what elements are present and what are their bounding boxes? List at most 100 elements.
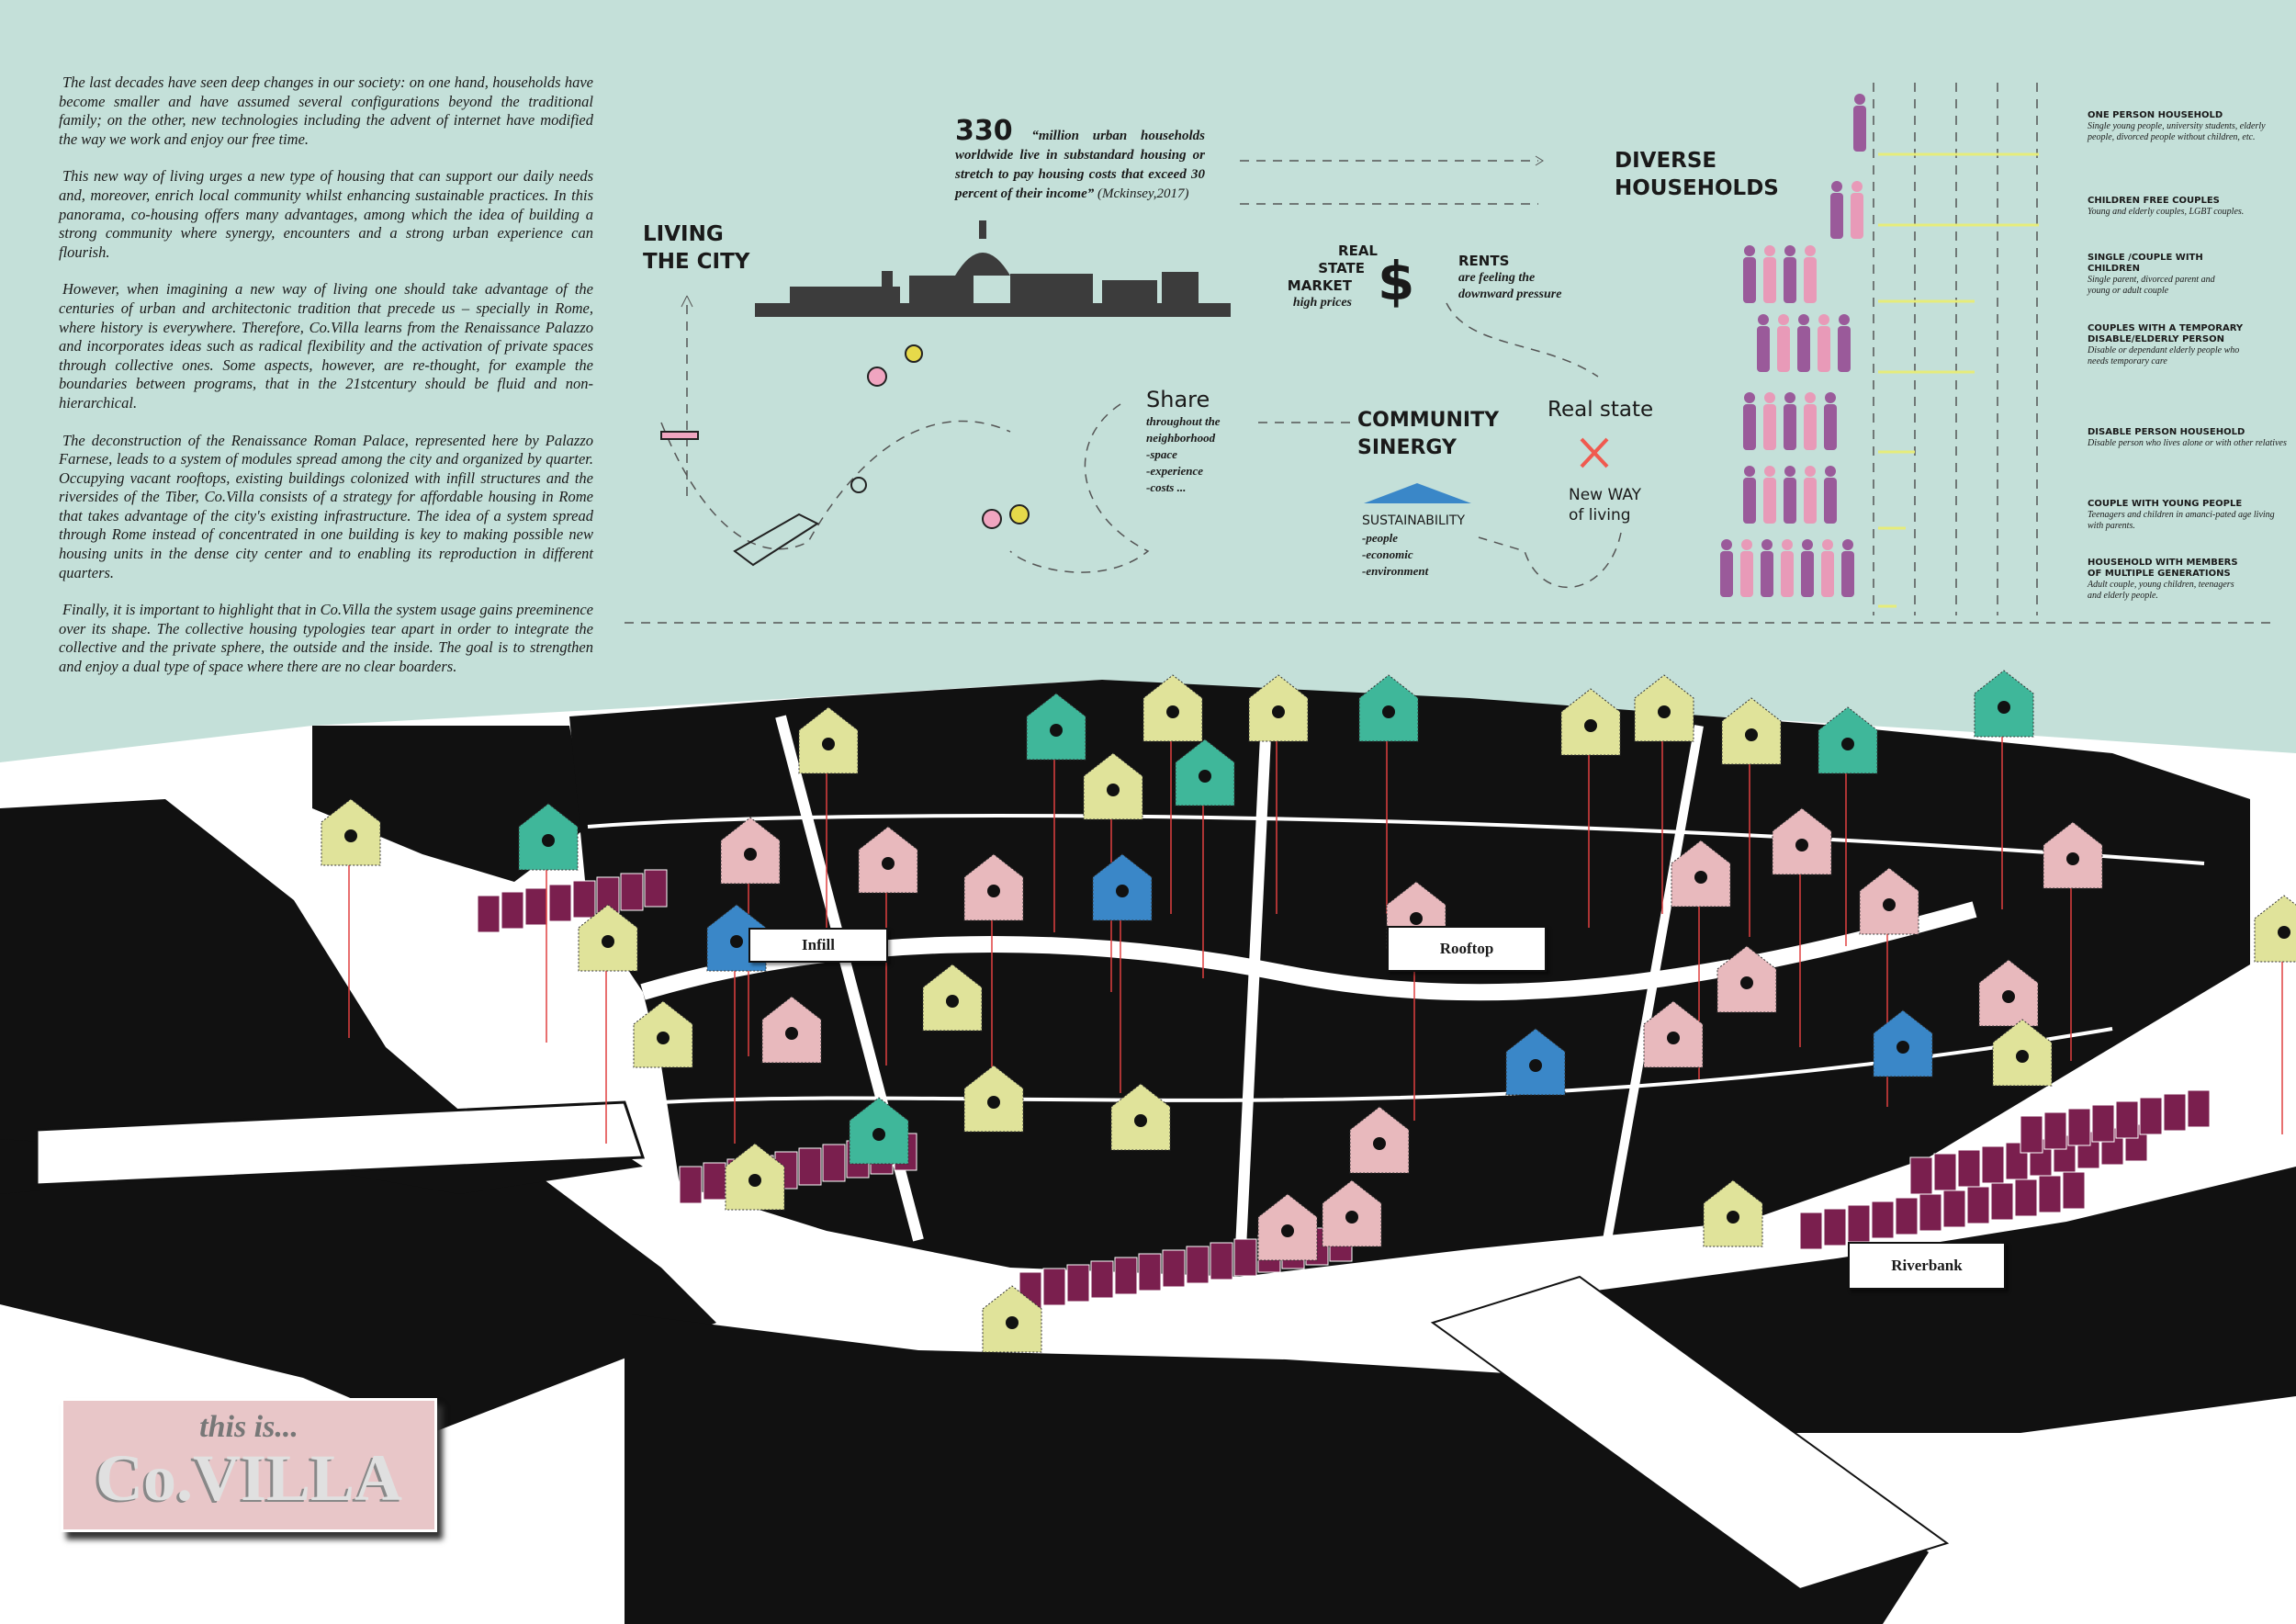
person-icon <box>1107 784 1120 796</box>
person-icon <box>1373 1137 1386 1150</box>
riverbank-module <box>1957 1149 1981 1188</box>
household-person-body <box>1841 551 1854 597</box>
household-person-icon <box>1764 392 1775 403</box>
household-person-icon <box>1761 539 1773 550</box>
person-icon <box>1006 1316 1019 1329</box>
household-person-icon <box>1764 245 1775 256</box>
riverbank-module <box>1090 1260 1114 1299</box>
household-person-body <box>1804 404 1817 450</box>
household-person-icon <box>1741 539 1752 550</box>
person-icon <box>882 857 895 870</box>
rents-text: are feeling the <box>1458 271 1536 285</box>
intro-paragraph: Finally, it is important to highlight th… <box>59 601 593 676</box>
quote-text: “million urban households worldwide live… <box>955 129 1205 201</box>
person-icon <box>1841 738 1854 750</box>
riverbank-module <box>1871 1201 1895 1239</box>
household-person-body <box>1743 257 1756 303</box>
riverbank-module <box>2115 1100 2139 1139</box>
person-icon <box>748 1174 761 1187</box>
person-icon <box>1116 885 1129 897</box>
riverbank-module <box>1162 1249 1186 1288</box>
bridge-left <box>35 1100 646 1187</box>
riverbank-module <box>2043 1111 2067 1150</box>
household-person-icon <box>1778 314 1789 325</box>
logo-tagline: this is... <box>199 1410 298 1444</box>
riverbank-module <box>822 1144 846 1182</box>
person-icon <box>2278 926 2290 939</box>
household-person-body <box>1804 257 1817 303</box>
household-desc: Disable person who lives alone or with o… <box>2088 438 2287 448</box>
riverbank-module <box>1990 1182 2014 1221</box>
household-person-body <box>1743 404 1756 450</box>
household-person-icon <box>1758 314 1769 325</box>
sustainability-item: -people <box>1362 531 1398 545</box>
household-person-icon <box>1825 392 1836 403</box>
household-person-body <box>1777 326 1790 372</box>
riverbank-module <box>477 895 501 933</box>
infill-label: Infill <box>748 928 888 963</box>
rooftop-label: Rooftop <box>1387 926 1547 972</box>
riverbank-module <box>1966 1186 1990 1224</box>
riverbank-module <box>2062 1171 2086 1210</box>
intro-paragraph: This new way of living urges a new type … <box>59 167 593 261</box>
living-the-city-title: LIVING THE CITY <box>643 220 749 276</box>
household-person-body <box>1824 478 1837 524</box>
intro-paragraph: The deconstruction of the Renaissance Ro… <box>59 431 593 581</box>
community-sinergy-title: COMMUNITY SINERGY <box>1357 407 1499 462</box>
person-icon <box>1658 705 1671 718</box>
title-line: DIVERSE <box>1615 149 1717 173</box>
person-icon <box>1345 1211 1358 1224</box>
household-title: COUPLES WITH A TEMPORARY DISABLE/ELDERLY… <box>2088 323 2244 344</box>
person-icon <box>1410 912 1423 925</box>
intro-paragraph: However, when imagining a new way of liv… <box>59 280 593 412</box>
household-person-body <box>1763 478 1776 524</box>
household-desc: Adult couple, young children, teenagers … <box>2088 580 2234 601</box>
person-icon <box>1740 976 1753 989</box>
person-icon <box>1795 839 1808 851</box>
riverbank-module <box>2187 1089 2211 1128</box>
person-icon <box>344 829 357 842</box>
household-person-icon <box>1842 539 1853 550</box>
person-icon <box>1896 1041 1909 1054</box>
riverbank-module <box>1799 1212 1823 1250</box>
sustainability-item: -economic <box>1362 547 1413 561</box>
riverbank-module <box>1895 1197 1919 1235</box>
household-person-icon <box>1822 539 1833 550</box>
household-person-icon <box>1744 392 1755 403</box>
share-title: Share <box>1146 387 1210 412</box>
statistic-quote: 330 “million urban households worldwide … <box>955 118 1205 204</box>
diverse-households-title: DIVERSE HOUSEHOLDS <box>1615 147 1779 202</box>
household-person-icon <box>1764 466 1775 477</box>
person-icon <box>1745 728 1758 741</box>
title-line: COMMUNITY <box>1357 409 1500 432</box>
person-icon <box>987 1096 1000 1109</box>
person-icon <box>1199 770 1211 783</box>
new-way-label: New WAY of living <box>1569 485 1641 525</box>
household-person-body <box>1838 326 1851 372</box>
riverbank-module <box>2091 1104 2115 1143</box>
sustainability-item: -environment <box>1362 564 1429 578</box>
person-icon <box>1382 705 1395 718</box>
title-line: THE CITY <box>643 250 750 274</box>
riverbank-module <box>644 869 668 908</box>
riverbank-module <box>548 884 572 922</box>
statistic-number: 330 <box>955 115 1013 147</box>
riverbank-module <box>1066 1264 1090 1303</box>
person-icon <box>1727 1211 1739 1224</box>
riverbank-module <box>1823 1208 1847 1246</box>
riverbank-module <box>1186 1246 1210 1284</box>
household-person-icon <box>1805 466 1816 477</box>
title-line: HOUSEHOLDS <box>1615 176 1779 200</box>
riverbank-module <box>572 880 596 919</box>
household-title: DISABLE PERSON HOUSEHOLD <box>2088 427 2245 437</box>
riverbank-module <box>1042 1268 1066 1306</box>
label-line: MARKET <box>1287 277 1352 294</box>
person-icon <box>1998 701 2010 714</box>
riverbank-module <box>1909 1156 1933 1195</box>
household-desc: Young and elderly couples, LGBT couples. <box>2088 207 2245 217</box>
household-person-body <box>1853 106 1866 152</box>
